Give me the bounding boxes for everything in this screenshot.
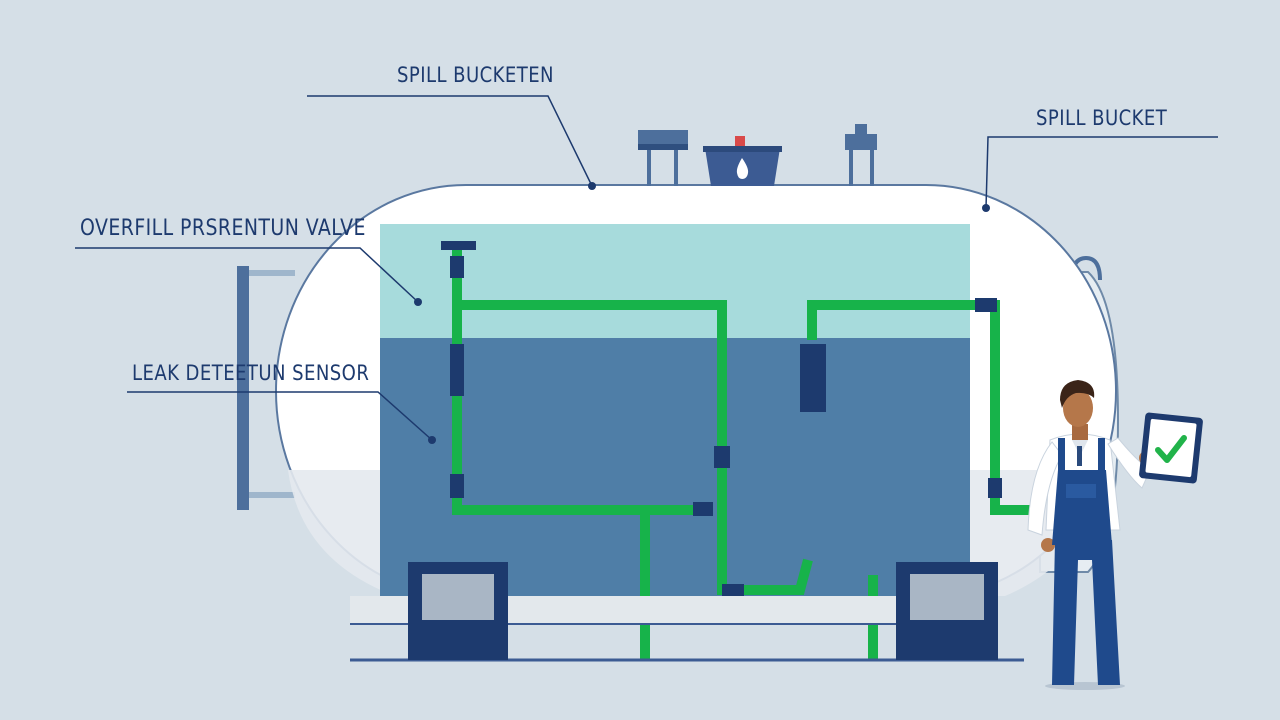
- liquid-lower: [380, 338, 970, 596]
- droplet-icon: [736, 158, 749, 179]
- liquid-upper: [380, 224, 970, 338]
- right-support: [896, 562, 998, 660]
- overfill-valve-cap: [441, 241, 476, 250]
- valve-segments: [441, 241, 1002, 596]
- leader-lines: [75, 95, 1218, 441]
- spill-bucket-top-label: SPILL BUCKETEN: [397, 63, 554, 87]
- spill-bucket: [703, 136, 782, 186]
- checkmark-icon: [1155, 435, 1187, 463]
- top-fitting-right: [845, 124, 877, 186]
- leak-sensor-label: LEAK DETEETUN SENSOR: [132, 361, 370, 385]
- top-fitting-left: [638, 130, 688, 186]
- left-support: [408, 562, 508, 660]
- clipboard: [1139, 412, 1203, 484]
- overfill-valve-label: OVERFILL PRSRENTUN VALVE: [80, 216, 366, 241]
- leader-dots: [414, 182, 990, 444]
- spill-bucket-right-label: SPILL BUCKET: [1036, 106, 1168, 130]
- leak-sensor-probe: [800, 344, 826, 412]
- left-bracket: [237, 266, 295, 510]
